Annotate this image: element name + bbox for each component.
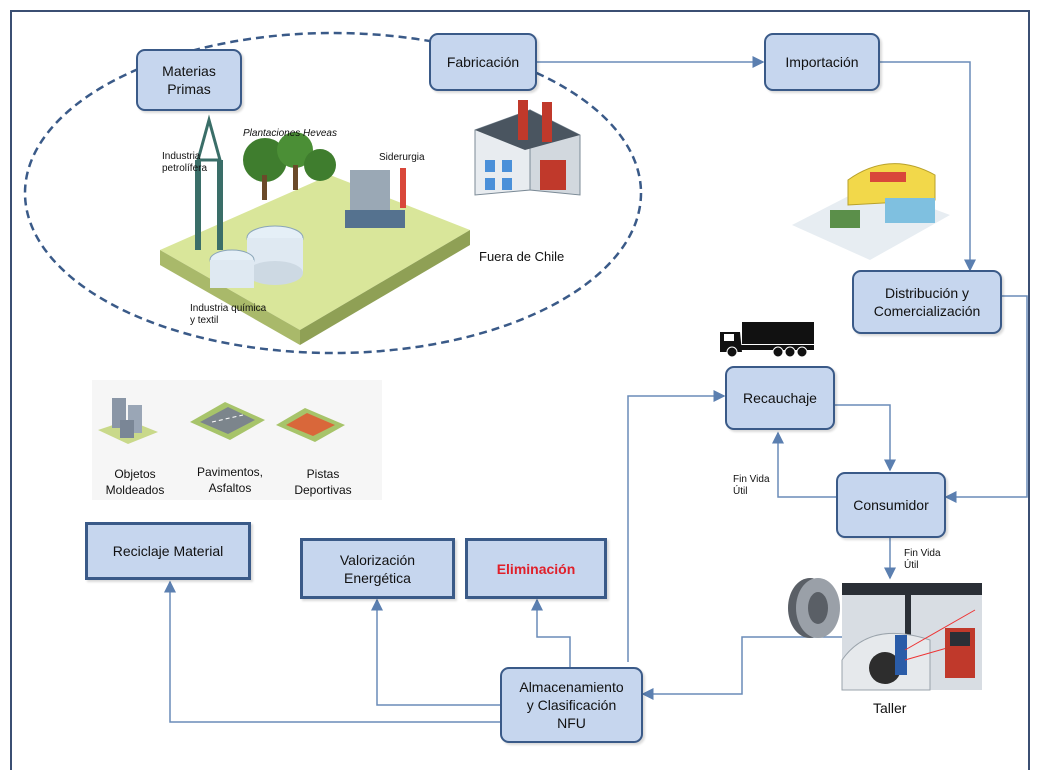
arrow-recauchaje-consumidor <box>834 404 896 472</box>
diagram-frame <box>10 10 1030 770</box>
label-fin-vida-util-1: Fin Vida Útil <box>733 474 770 497</box>
node-recauchaje[interactable]: Recauchaje <box>725 366 835 430</box>
node-fabricacion[interactable]: Fabricación <box>429 33 537 91</box>
label-siderurgia: Siderurgia <box>379 152 425 163</box>
label-plantaciones: Plantaciones Heveas <box>243 128 337 139</box>
node-materias-primas[interactable]: Materias Primas <box>136 49 242 111</box>
workshop-illustration <box>841 583 982 691</box>
label-fin-vida-util-2: Fin Vida Útil <box>904 548 941 571</box>
arrow-almacenamiento-reciclaje <box>164 580 500 723</box>
node-importacion[interactable]: Importación <box>764 33 880 91</box>
arrow-taller-almacenamiento <box>641 636 842 700</box>
arrow-almacenamiento-valorizacion <box>371 598 500 706</box>
label-industria-petrolifera: Industria petrolífera <box>162 151 208 174</box>
label-pistas-deportivas: Pistas Deportivas <box>294 467 352 497</box>
arrow-consumidor-recauchaje <box>772 431 838 498</box>
arrow-almacenamiento-eliminacion <box>531 598 571 667</box>
label-objetos-moldeados: Objetos Moldeados <box>105 467 165 497</box>
node-distribucion[interactable]: Distribución y Comercialización <box>852 270 1002 334</box>
factory-illustration <box>474 100 581 196</box>
raw-materials-illustration <box>160 114 470 345</box>
tire-icon <box>788 578 840 638</box>
label-industria-quimica: Industria química y textil <box>190 303 267 326</box>
truck-icon <box>720 322 814 358</box>
store-illustration <box>792 163 950 260</box>
label-fuera-de-chile: Fuera de Chile <box>479 249 565 264</box>
outside-chile-boundary <box>23 31 643 355</box>
label-pavimentos: Pavimentos, Asfaltos <box>196 465 264 495</box>
arrow-almacenamiento-recauchaje <box>627 390 726 662</box>
recycled-products-illustration <box>92 380 382 500</box>
node-reciclaje-material[interactable]: Reciclaje Material <box>85 522 251 580</box>
node-almacenamiento[interactable]: Almacenamiento y Clasificación NFU <box>500 667 643 743</box>
arrow-importacion-distribucion <box>880 61 976 272</box>
label-taller: Taller <box>873 700 907 716</box>
node-valorizacion-energetica[interactable]: Valorización Energética <box>300 538 455 599</box>
node-consumidor[interactable]: Consumidor <box>836 472 946 538</box>
arrow-distribucion-consumidor <box>944 295 1028 503</box>
node-eliminacion[interactable]: Eliminación <box>465 538 607 599</box>
